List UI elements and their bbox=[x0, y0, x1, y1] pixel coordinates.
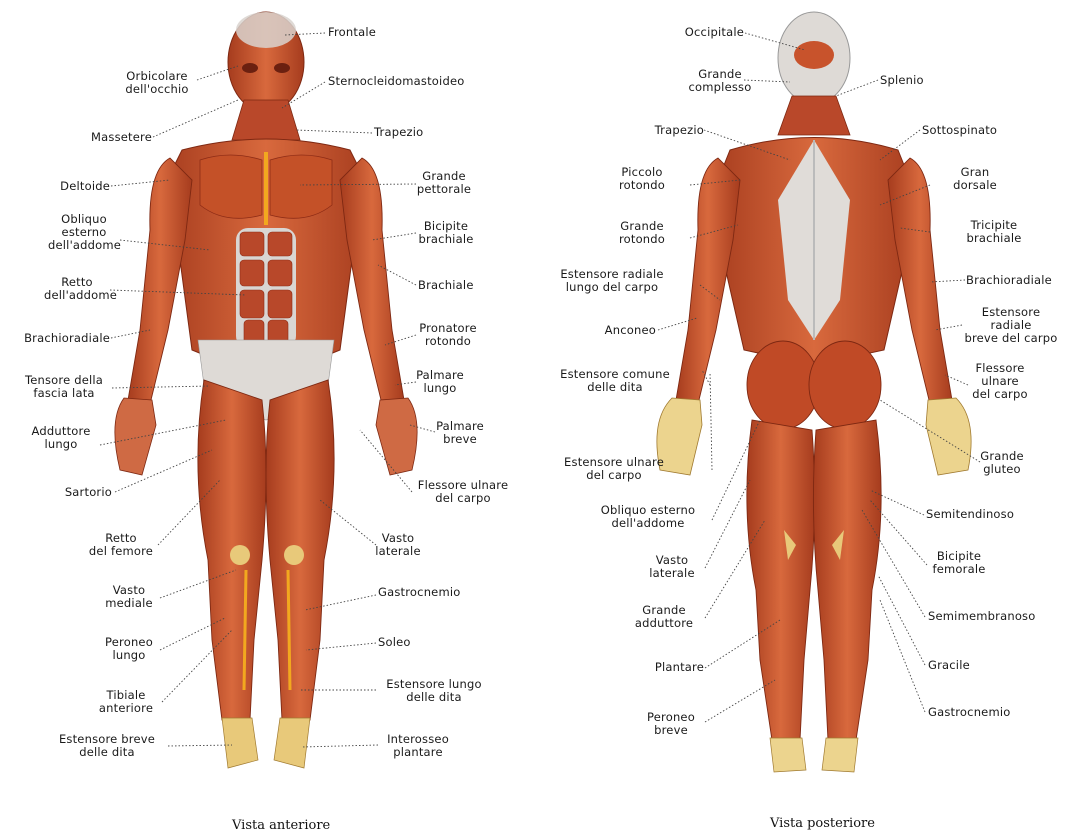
label-semitendinoso: Semitendinoso bbox=[926, 508, 1014, 521]
label-vasto-laterale-anteriore: Vasto laterale bbox=[370, 532, 426, 558]
label-massetere: Massetere bbox=[60, 131, 152, 144]
label-estensore-radiale-breve-carpo: Estensore radiale breve del carpo bbox=[958, 306, 1064, 345]
label-estensore-lungo-dita: Estensore lungo delle dita bbox=[376, 678, 492, 704]
label-gran-dorsale: Gran dorsale bbox=[944, 166, 1006, 192]
label-peroneo-lungo: Peroneo lungo bbox=[98, 636, 160, 662]
label-vasto-laterale-posteriore: Vasto laterale bbox=[640, 554, 704, 580]
label-palmare-breve: Palmare breve bbox=[432, 420, 488, 446]
label-trapezio-anteriore: Trapezio bbox=[374, 126, 423, 139]
label-retto-addome: Retto dell'addome bbox=[44, 276, 110, 302]
label-tricipite-brachiale: Tricipite brachiale bbox=[956, 219, 1032, 245]
label-grande-rotondo: Grande rotondo bbox=[596, 220, 688, 246]
label-gastrocnemio-posteriore: Gastrocnemio bbox=[928, 706, 1011, 719]
label-estensore-radiale-lungo-carpo: Estensore radiale lungo del carpo bbox=[534, 268, 690, 294]
label-palmare-lungo: Palmare lungo bbox=[412, 369, 468, 395]
label-brachiale: Brachiale bbox=[418, 279, 474, 292]
label-piccolo-rotondo: Piccolo rotondo bbox=[596, 166, 688, 192]
label-frontale: Frontale bbox=[328, 26, 376, 39]
caption-vista-anteriore: Vista anteriore bbox=[232, 818, 330, 833]
label-grande-complesso: Grande complesso bbox=[680, 68, 760, 94]
label-semimembranoso: Semimembranoso bbox=[928, 610, 1035, 623]
label-obliquo-esterno-addome: Obliquo esterno dell'addome bbox=[48, 213, 120, 252]
label-estensore-ulnare-carpo: Estensore ulnare del carpo bbox=[534, 456, 694, 482]
label-plantare: Plantare bbox=[622, 661, 704, 674]
label-retto-femore: Retto del femore bbox=[84, 532, 158, 558]
label-tensore-fascia-lata: Tensore della fascia lata bbox=[16, 374, 112, 400]
label-tibiale-anteriore: Tibiale anteriore bbox=[90, 689, 162, 715]
label-sartorio: Sartorio bbox=[40, 486, 112, 499]
label-obliquo-esterno-addome-posteriore: Obliquo esterno dell'addome bbox=[588, 504, 708, 530]
label-gracile: Gracile bbox=[928, 659, 970, 672]
label-grande-pettorale: Grande pettorale bbox=[410, 170, 478, 196]
posterior-neck bbox=[778, 96, 850, 135]
label-bicipite-femorale: Bicipite femorale bbox=[924, 550, 994, 576]
label-flessore-ulnare-carpo-anteriore: Flessore ulnare del carpo bbox=[410, 479, 516, 505]
label-soleo: Soleo bbox=[378, 636, 411, 649]
label-orbicolare-occhio: Orbicolare dell'occhio bbox=[108, 70, 206, 96]
label-occipitale: Occipitale bbox=[640, 26, 744, 39]
label-trapezio-posteriore: Trapezio bbox=[620, 124, 704, 137]
label-brachioradiale-anteriore: Brachioradiale bbox=[6, 332, 110, 345]
label-deltoide: Deltoide bbox=[20, 180, 110, 193]
posterior-left-leg bbox=[747, 420, 815, 740]
label-anconeo: Anconeo bbox=[580, 324, 656, 337]
label-sternocleidomastoideo: Sternocleidomastoideo bbox=[328, 75, 464, 88]
posterior-right-leg bbox=[813, 420, 881, 740]
label-peroneo-breve: Peroneo breve bbox=[638, 711, 704, 737]
anterior-figure bbox=[115, 12, 417, 768]
label-vasto-mediale: Vasto mediale bbox=[98, 584, 160, 610]
label-gastrocnemio-anteriore: Gastrocnemio bbox=[378, 586, 461, 599]
label-bicipite-brachiale: Bicipite brachiale bbox=[410, 220, 482, 246]
caption-vista-posteriore: Vista posteriore bbox=[770, 816, 875, 831]
label-brachioradiale-posteriore: Brachioradiale bbox=[966, 274, 1052, 287]
label-interosseo-plantare: Interosseo plantare bbox=[374, 733, 462, 759]
label-grande-gluteo: Grande gluteo bbox=[970, 450, 1034, 476]
label-flessore-ulnare-carpo-posteriore: Flessore ulnare del carpo bbox=[966, 362, 1034, 401]
label-adduttore-lungo: Adduttore lungo bbox=[22, 425, 100, 451]
label-estensore-comune-dita: Estensore comune delle dita bbox=[532, 368, 698, 394]
label-splenio: Splenio bbox=[880, 74, 924, 87]
label-estensore-breve-dita: Estensore breve delle dita bbox=[46, 733, 168, 759]
label-sottospinato: Sottospinato bbox=[922, 124, 997, 137]
anterior-neck bbox=[232, 100, 300, 140]
label-grande-adduttore: Grande adduttore bbox=[624, 604, 704, 630]
label-pronatore-rotondo: Pronatore rotondo bbox=[410, 322, 486, 348]
